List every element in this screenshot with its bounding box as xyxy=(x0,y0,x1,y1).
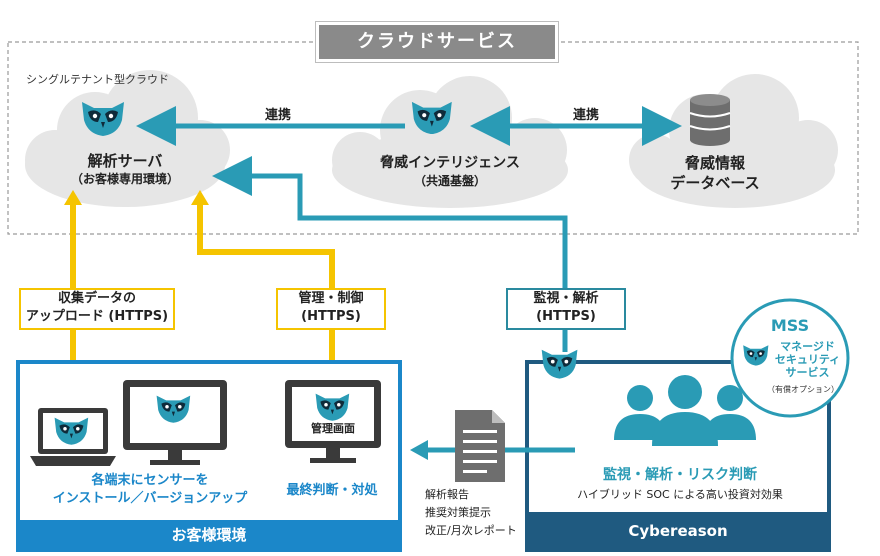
report-document-icon xyxy=(455,410,505,482)
report-item-monthly: 改正/月次レポート xyxy=(425,524,517,537)
owl-icon-threat-intel xyxy=(411,101,452,135)
customer-env-footer: お客様環境 xyxy=(171,526,247,544)
owl-icon-admin xyxy=(315,393,350,421)
database-icon xyxy=(689,94,731,146)
cybereason-subtitle: ハイブリッド SOC による高い投資対効果 xyxy=(577,488,783,501)
cybereason-footer: Cybereason xyxy=(628,522,728,540)
report-item-analysis: 解析報告 xyxy=(425,488,469,501)
final-decision-label: 最終判断・対処 xyxy=(286,483,378,498)
link-label-left: 連携 xyxy=(264,108,291,123)
mss-note: （有償オプション） xyxy=(767,385,839,394)
owl-icon-mss xyxy=(743,345,769,366)
owl-icon-laptop xyxy=(54,417,89,445)
people-group-icon xyxy=(614,375,756,446)
sensor-label-line2: インストール／バージョンアップ xyxy=(52,491,248,506)
report-list: 解析報告 推奨対策提示 改正/月次レポート xyxy=(425,486,517,540)
threat-intel-sublabel: （共通基盤） xyxy=(413,174,486,188)
cloud-services-frame xyxy=(7,41,859,235)
control-label-line2: (HTTPS) xyxy=(301,309,361,324)
link-label-right: 連携 xyxy=(572,108,599,123)
monitor-label-box: 監視・解析 (HTTPS) xyxy=(506,288,626,330)
upload-label-line1: 収集データの xyxy=(57,291,136,306)
admin-screen-label: 管理画面 xyxy=(311,422,355,435)
owl-icon-analysis-server xyxy=(82,102,124,136)
control-label-line1: 管理・制御 xyxy=(298,291,364,306)
monitor-path xyxy=(212,156,568,352)
threat-db-label: 脅威情報 xyxy=(684,154,745,172)
analysis-server-sublabel: （お客様専用環境） xyxy=(70,172,179,186)
upload-label-line2: アップロード (HTTPS) xyxy=(25,309,169,324)
upload-label-box: 収集データの アップロード (HTTPS) xyxy=(19,288,175,330)
owl-icon-cybereason xyxy=(541,349,578,379)
report-item-recommendation: 推奨対策提示 xyxy=(425,506,491,519)
monitor-label-line1: 監視・解析 xyxy=(533,291,599,306)
cloud-services-title: クラウドサービス xyxy=(315,21,559,63)
single-tenant-label: シングルテナント型クラウド xyxy=(26,73,169,86)
mss-line2: セキュリティ xyxy=(774,353,841,366)
cybereason-footer-bar xyxy=(527,512,829,550)
upload-arrowhead xyxy=(64,190,82,205)
mss-line1: マネージド xyxy=(780,340,835,353)
threat-db-sublabel: データベース xyxy=(670,174,760,192)
mss-circle xyxy=(730,298,850,418)
mss-title: MSS xyxy=(770,316,810,335)
analysis-server-label: 解析サーバ xyxy=(87,152,163,170)
customer-env-footer-bar xyxy=(18,520,400,550)
mss-text: マネージド セキュリティ サービス xyxy=(770,340,845,379)
owl-icon-desktop xyxy=(156,395,191,423)
threat-intel-label: 脅威インテリジェンス xyxy=(380,155,520,171)
report-arrowhead xyxy=(410,440,428,460)
sensor-label-line1: 各端末にセンサーを xyxy=(91,473,209,488)
cybereason-title: 監視・解析・リスク判断 xyxy=(603,467,757,483)
monitor-label-line2: (HTTPS) xyxy=(536,309,596,324)
control-label-box: 管理・制御 (HTTPS) xyxy=(276,288,386,330)
mss-line3: サービス xyxy=(785,366,830,379)
control-arrowhead xyxy=(191,190,209,205)
